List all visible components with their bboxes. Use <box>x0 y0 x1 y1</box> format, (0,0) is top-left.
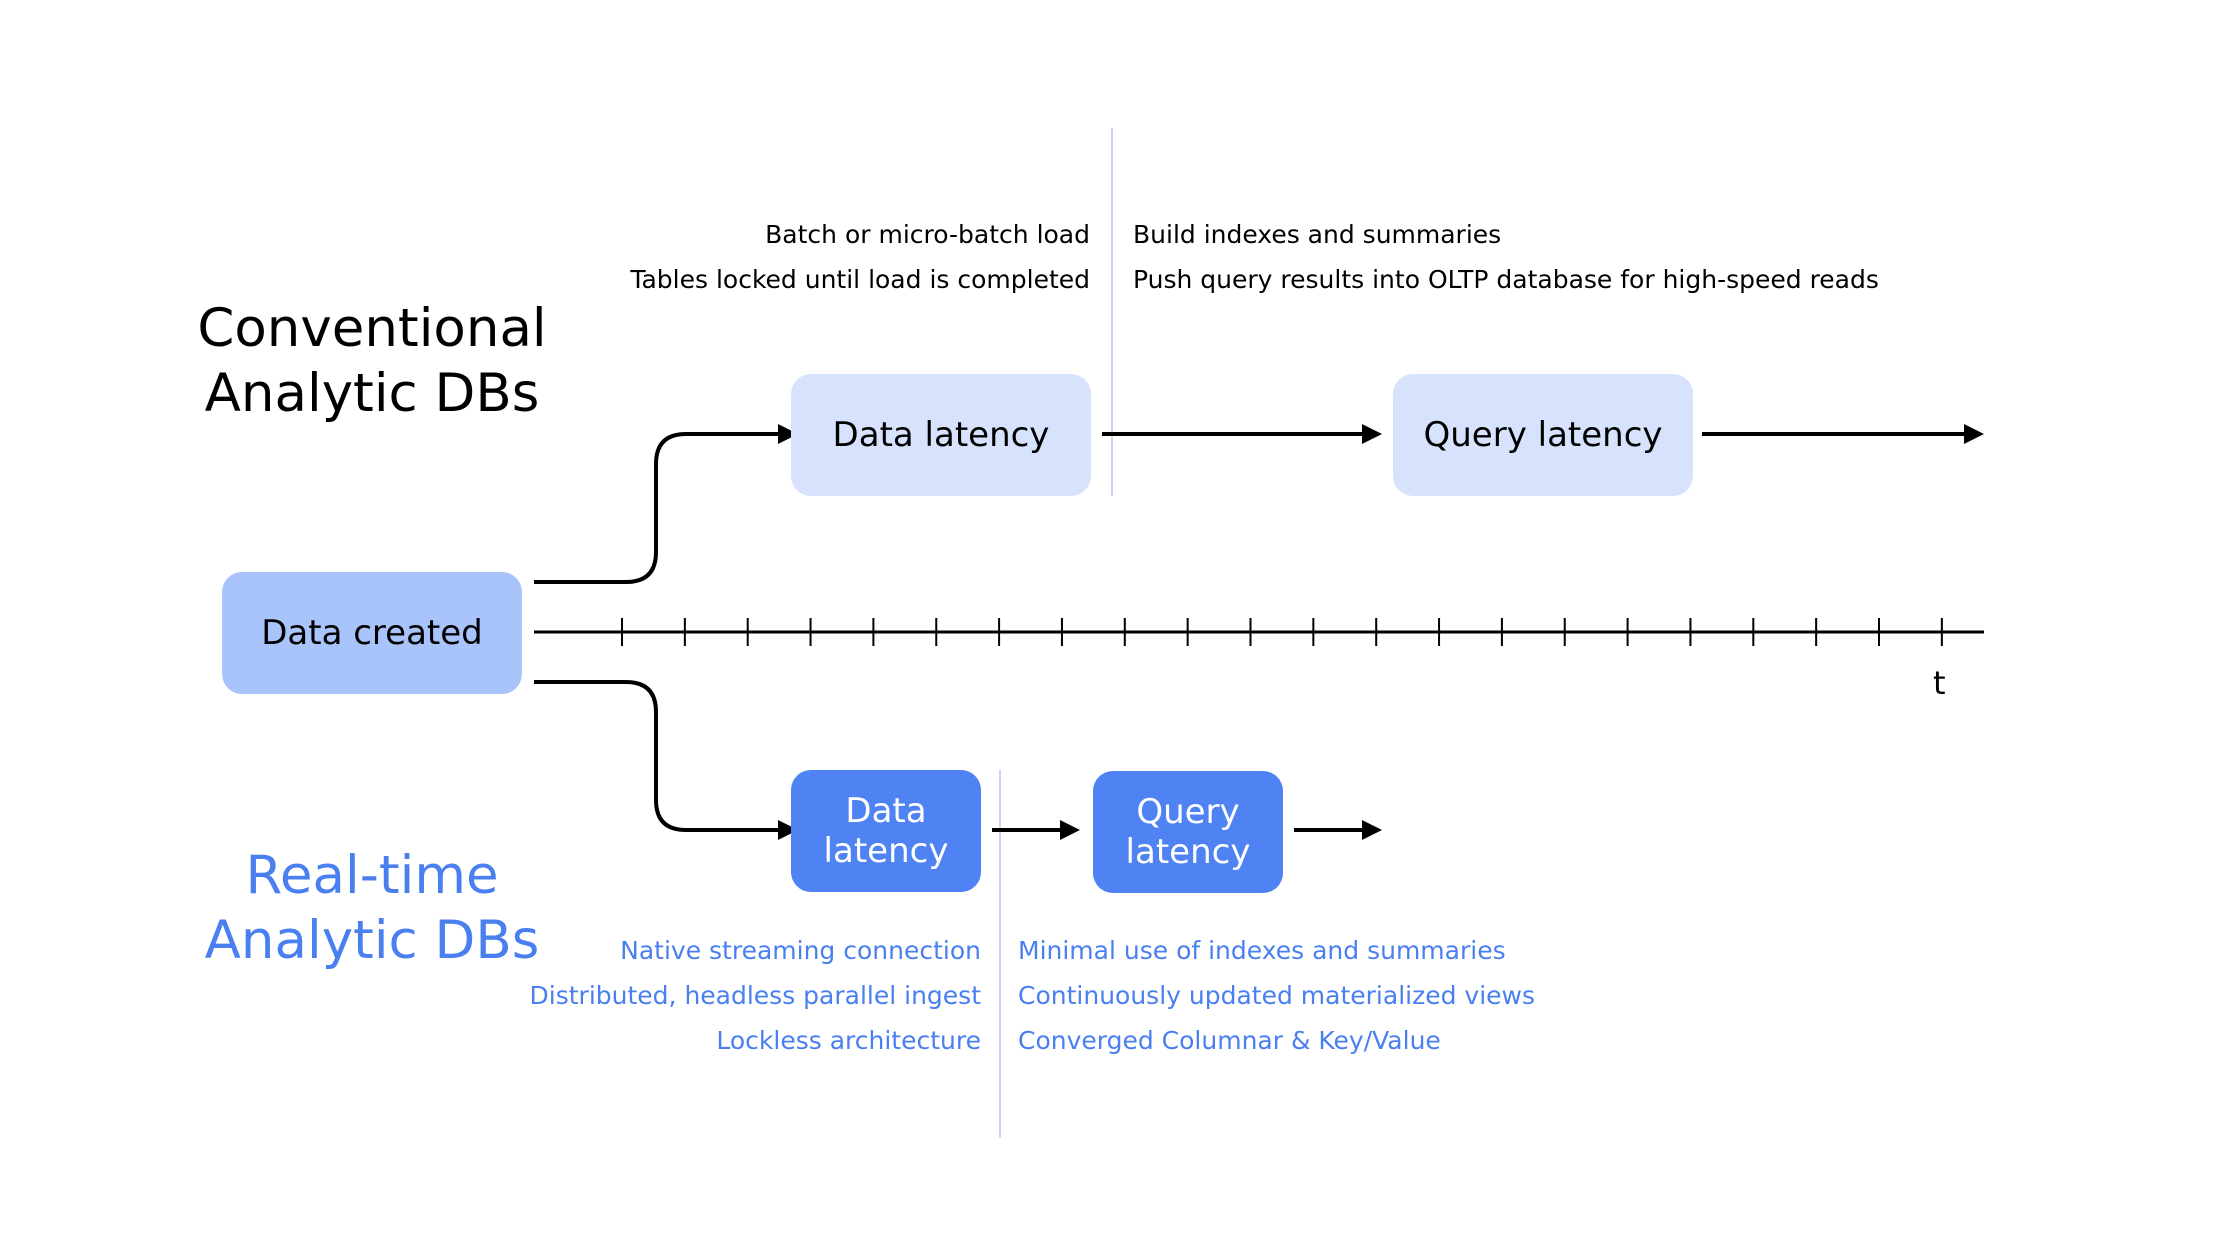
realtime-mid-arrowhead <box>1060 820 1080 840</box>
realtime-right-note: Continuously updated materialized views <box>1018 981 1535 1010</box>
conventional-title: Conventional Analytic DBs <box>162 296 582 426</box>
timeline-ticks <box>621 618 1943 646</box>
realtime-title: Real-time Analytic DBs <box>162 843 582 973</box>
realtime-left-notes: Native streaming connection Distributed,… <box>530 928 981 1063</box>
realtime-title-line2: Analytic DBs <box>204 910 540 971</box>
conventional-right-notes: Build indexes and summaries Push query r… <box>1133 212 1879 302</box>
data-created-box: Data created <box>222 572 522 694</box>
conventional-title-line2: Analytic DBs <box>204 363 540 424</box>
conventional-data-latency-label: Data latency <box>832 415 1050 455</box>
conventional-query-latency-label: Query latency <box>1423 415 1663 455</box>
conventional-left-note: Batch or micro-batch load <box>765 220 1090 249</box>
conventional-right-note: Push query results into OLTP database fo… <box>1133 265 1879 294</box>
realtime-query-latency-line1: Query <box>1136 792 1240 832</box>
realtime-title-line1: Real-time <box>245 845 499 906</box>
realtime-data-latency-line2: latency <box>823 831 949 871</box>
realtime-left-note: Distributed, headless parallel ingest <box>529 981 981 1010</box>
conventional-mid-arrowhead <box>1362 424 1382 444</box>
realtime-right-notes: Minimal use of indexes and summaries Con… <box>1018 928 1535 1063</box>
conventional-query-latency-box: Query latency <box>1393 374 1693 496</box>
realtime-left-note: Native streaming connection <box>620 936 981 965</box>
conventional-branch-arrowhead <box>778 424 798 444</box>
realtime-data-latency-line1: Data <box>845 791 927 831</box>
conventional-left-notes: Batch or micro-batch load Tables locked … <box>630 212 1090 302</box>
data-created-label: Data created <box>261 613 483 653</box>
realtime-branch-arrow <box>534 680 778 832</box>
conventional-branch-arrow <box>534 432 778 584</box>
conventional-left-note: Tables locked until load is completed <box>630 265 1090 294</box>
realtime-end-arrowhead <box>1362 820 1382 840</box>
realtime-branch-arrowhead <box>778 820 798 840</box>
realtime-right-note: Converged Columnar & Key/Value <box>1018 1026 1441 1055</box>
conventional-title-line1: Conventional <box>197 298 547 359</box>
conventional-data-latency-box: Data latency <box>791 374 1091 496</box>
realtime-right-note: Minimal use of indexes and summaries <box>1018 936 1506 965</box>
conventional-right-note: Build indexes and summaries <box>1133 220 1502 249</box>
timeline-axis-label: t <box>1933 664 1946 702</box>
realtime-query-latency-line2: latency <box>1125 832 1251 872</box>
conventional-end-arrowhead <box>1964 424 1984 444</box>
realtime-query-latency-box: Query latency <box>1093 771 1283 893</box>
realtime-data-latency-box: Data latency <box>791 770 981 892</box>
realtime-left-note: Lockless architecture <box>716 1026 981 1055</box>
